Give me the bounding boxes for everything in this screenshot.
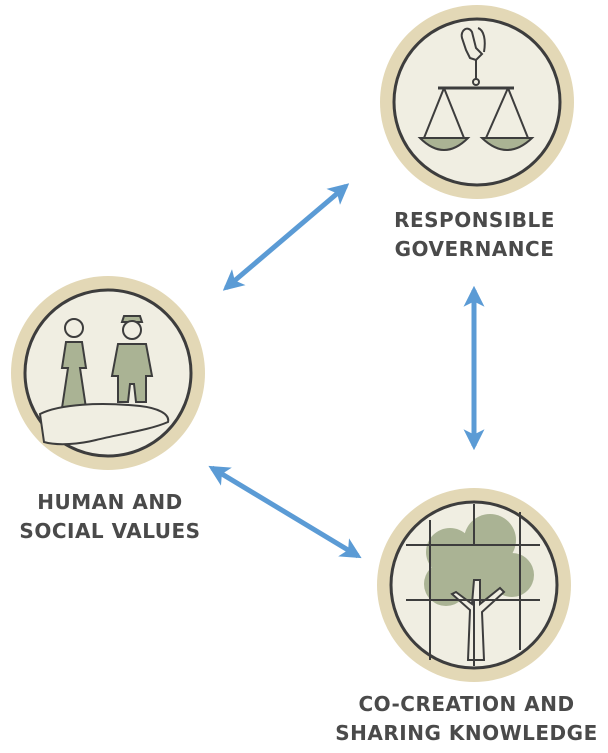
tree-puzzle-icon <box>406 504 540 666</box>
arrow-human-cocreation <box>208 465 362 559</box>
node-responsible-governance <box>380 5 574 199</box>
label-line: SOCIAL VALUES <box>19 519 201 543</box>
label-line: HUMAN AND <box>37 490 183 514</box>
node-co-creation-sharing-knowledge <box>377 488 571 682</box>
label-human-social-values: HUMAN AND SOCIAL VALUES <box>0 488 220 546</box>
label-line: RESPONSIBLE <box>394 208 555 232</box>
label-line: SHARING KNOWLEDGE <box>335 721 598 745</box>
node-human-social-values <box>11 276 205 470</box>
label-co-creation-sharing-knowledge: CO-CREATION AND SHARING KNOWLEDGE <box>325 690 608 748</box>
label-line: CO-CREATION AND <box>358 692 575 716</box>
label-line: GOVERNANCE <box>394 237 555 261</box>
arrow-human-governance <box>222 183 350 291</box>
scales-of-justice-icon <box>417 27 535 151</box>
people-on-hand-icon <box>38 315 170 446</box>
label-responsible-governance: RESPONSIBLE GOVERNANCE <box>352 206 597 264</box>
